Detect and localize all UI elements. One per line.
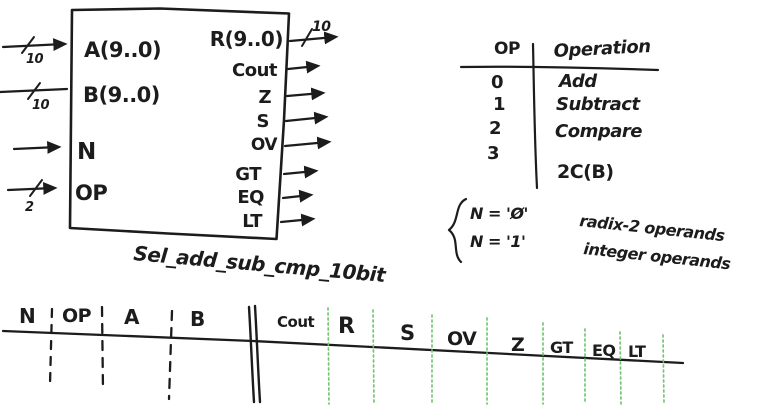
column-header-cout: Cout xyxy=(277,313,314,331)
bus-slash-r xyxy=(301,28,313,47)
op-table-horizontal-rule xyxy=(459,65,660,72)
op-operation: Compare xyxy=(555,121,642,142)
n-mode-notes: N = 'Ø' radix-2 operands N = '1' integer… xyxy=(447,197,732,273)
output-label-eq: EQ xyxy=(237,187,264,208)
column-header-eq: EQ xyxy=(592,341,616,360)
op-code: 3 xyxy=(487,143,499,164)
column-header-s: S xyxy=(400,321,415,345)
output-port-r: R(9..0) 10 xyxy=(210,19,339,51)
op-table-row-2: 2 Compare xyxy=(489,118,643,142)
op-operation: 2C(B) xyxy=(557,161,614,183)
block-outline xyxy=(68,7,291,241)
column-header-ov: OV xyxy=(447,328,477,350)
output-label-lt: LT xyxy=(242,211,263,232)
output-port-cout: Cout xyxy=(232,60,321,81)
op-operation: Add xyxy=(557,71,598,92)
output-wire-gt xyxy=(282,165,319,179)
op-code: 1 xyxy=(493,94,505,115)
output-wire-ov xyxy=(283,136,332,150)
output-wire-cout xyxy=(286,60,321,74)
op-table-row-1: 1 Subtract xyxy=(493,94,642,115)
output-port-eq: EQ xyxy=(237,187,314,208)
output-wire-eq xyxy=(281,189,314,203)
separator-green-7 xyxy=(619,331,622,405)
output-wire-z xyxy=(285,87,326,101)
output-label-z: Z xyxy=(258,87,271,108)
input-port-b: 10 B(9..0) xyxy=(0,82,160,113)
note-condition: N = '1' xyxy=(470,232,525,251)
bus-width-op: 2 xyxy=(25,200,34,215)
output-label-gt: GT xyxy=(235,164,262,185)
output-port-z: Z xyxy=(258,87,326,108)
output-label-cout: Cout xyxy=(232,60,278,81)
separator-dashed-3 xyxy=(167,309,174,401)
separator-green-1 xyxy=(327,307,330,405)
bus-width-r: 10 xyxy=(312,19,331,35)
op-table-header-op: OP xyxy=(494,39,520,59)
column-header-n: N xyxy=(19,304,35,328)
input-label-b: B(9..0) xyxy=(83,83,160,107)
input-wire-a xyxy=(1,38,68,51)
output-wire-s xyxy=(284,111,329,125)
signal-columns-table: N OP A B Cout R S OV Z GT EQ LT xyxy=(1,304,685,405)
brace-icon xyxy=(447,197,468,264)
op-code: 2 xyxy=(489,118,501,139)
alu-block-diagram: 10 A(9..0) 10 B(9..0) N 2 OP R(9..0) 10 xyxy=(0,7,389,287)
input-port-a: 10 A(9..0) xyxy=(1,36,162,67)
op-table-header-operation: Operation xyxy=(553,36,651,62)
output-port-lt: LT xyxy=(242,211,316,232)
output-port-ov: OV xyxy=(251,135,332,155)
note-condition: N = 'Ø' xyxy=(470,204,528,223)
column-header-b: B xyxy=(190,307,205,331)
input-port-op: 2 OP xyxy=(6,179,108,215)
bus-width-b: 10 xyxy=(32,98,50,113)
bus-slash-a xyxy=(21,36,35,54)
separator-double-line xyxy=(247,304,262,404)
separator-green-2 xyxy=(372,309,375,405)
input-port-n: N xyxy=(12,139,96,165)
separator-dashed-1 xyxy=(48,307,54,386)
op-code-table: OP Operation 0 Add 1 Subtract 2 Compare … xyxy=(459,36,660,190)
separator-green-8 xyxy=(662,334,665,405)
input-wire-n xyxy=(12,141,62,154)
input-wire-op xyxy=(6,182,58,195)
note-meaning: integer operands xyxy=(583,239,732,273)
separator-dashed-2 xyxy=(100,305,105,393)
op-table-row-3: 3 2C(B) xyxy=(487,143,614,183)
signal-table-baseline xyxy=(1,329,685,365)
output-label-r: R(9..0) xyxy=(210,27,283,51)
column-header-r: R xyxy=(338,314,355,339)
column-header-op: OP xyxy=(62,305,92,327)
output-port-s: S xyxy=(257,111,329,132)
bus-slash-b xyxy=(27,82,41,100)
separator-double-right xyxy=(253,304,262,404)
bus-width-a: 10 xyxy=(26,52,44,67)
block-caption: Sel_add_sub_cmp_10bit xyxy=(133,241,389,287)
output-wire-lt xyxy=(279,213,316,227)
column-header-lt: LT xyxy=(628,342,646,361)
op-code: 0 xyxy=(491,72,503,93)
input-label-a: A(9..0) xyxy=(84,38,161,62)
column-header-a: A xyxy=(124,305,140,329)
input-label-op: OP xyxy=(75,181,107,205)
output-label-ov: OV xyxy=(251,135,278,155)
op-table-vertical-rule xyxy=(531,42,539,190)
op-operation: Subtract xyxy=(556,94,641,115)
bus-slash-op xyxy=(29,179,43,197)
column-header-z: Z xyxy=(511,334,524,356)
input-label-n: N xyxy=(77,139,96,165)
op-table-row-0: 0 Add xyxy=(491,71,599,93)
output-wire-r xyxy=(288,31,339,45)
column-header-gt: GT xyxy=(550,338,573,357)
output-port-gt: GT xyxy=(235,164,319,185)
separator-double-left xyxy=(247,305,256,404)
output-label-s: S xyxy=(257,111,269,132)
